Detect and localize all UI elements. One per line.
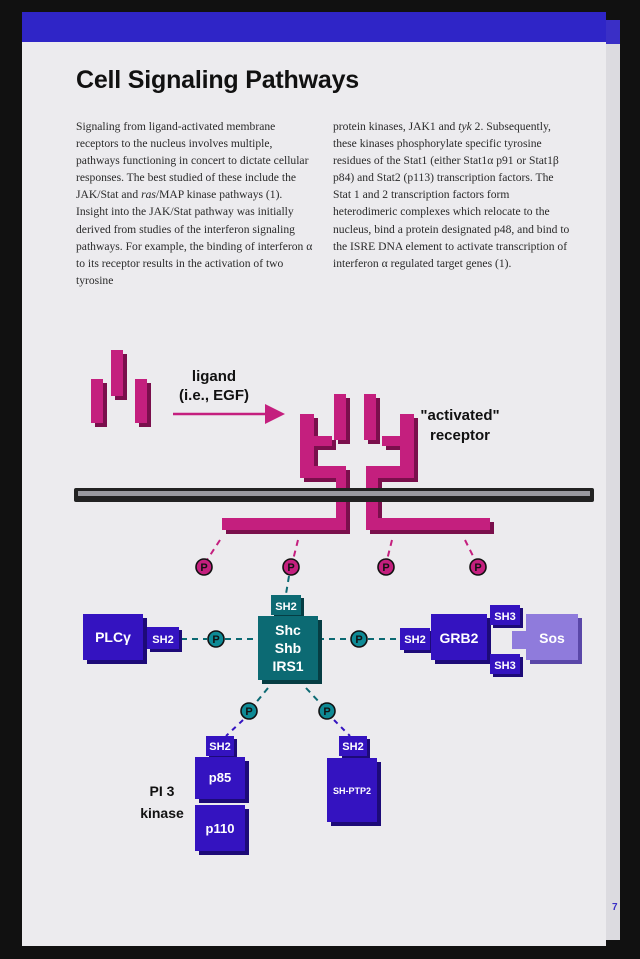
svg-text:P: P xyxy=(323,706,330,718)
page-number: 7 xyxy=(612,902,618,913)
bound-ligand xyxy=(334,394,380,444)
phospho-icon: P xyxy=(195,558,213,576)
page-edge xyxy=(606,20,620,940)
receptor-connectors xyxy=(206,539,476,561)
cell-membrane xyxy=(74,488,594,502)
phospho-icon: P xyxy=(282,558,300,576)
receptor-left xyxy=(222,414,350,534)
sh3-domain-label: SH3 xyxy=(494,660,515,672)
sos-protein: Sos xyxy=(512,614,582,664)
adapter-connectors xyxy=(181,575,396,706)
sh3-domain-label: SH3 xyxy=(494,611,515,623)
phospho-icon: P xyxy=(377,558,395,576)
p85-label: p85 xyxy=(209,770,231,785)
sh2-domain-label: SH2 xyxy=(209,741,230,753)
page-edge-band xyxy=(606,20,620,44)
plc-gamma-protein: PLCγ SH2 xyxy=(83,614,182,664)
phospho-icon: P xyxy=(350,630,368,648)
phospho-sites-adapter: P P P P xyxy=(207,630,368,720)
sh2-domain-label: SH2 xyxy=(404,634,425,646)
pi3-kinase-sub-label: kinase xyxy=(140,805,184,821)
grb2-protein: SH2 GRB2 SH3 SH3 xyxy=(400,605,523,677)
grb2-label: GRB2 xyxy=(440,630,479,646)
pi3-kinase-protein: SH2 p85 p110 xyxy=(195,736,249,855)
sh2-domain-label: SH2 xyxy=(152,634,173,646)
p110-label: p110 xyxy=(206,821,235,836)
plc-gamma-label: PLCγ xyxy=(95,629,131,645)
sh-ptp2-protein: SH2 SH-PTP2 xyxy=(327,736,381,826)
svg-text:P: P xyxy=(382,562,389,574)
shc-label: Shc xyxy=(275,622,301,638)
svg-text:P: P xyxy=(474,562,481,574)
header-band xyxy=(22,12,606,42)
pi3-kinase-label: PI 3 xyxy=(150,783,175,799)
sh2-domain-label: SH2 xyxy=(342,741,363,753)
svg-text:P: P xyxy=(200,562,207,574)
phospho-sites-receptor: P P P P xyxy=(195,558,487,576)
sh2-domain-label: SH2 xyxy=(275,601,296,613)
svg-text:P: P xyxy=(287,562,294,574)
svg-text:P: P xyxy=(212,634,219,646)
body-column-right: protein kinases, JAK1 and tyk 2. Subsequ… xyxy=(333,120,570,270)
phospho-icon: P xyxy=(469,558,487,576)
irs1-label: IRS1 xyxy=(272,658,303,674)
page-title: Cell Signaling Pathways xyxy=(76,66,359,94)
shb-label: Shb xyxy=(275,640,301,656)
pi3-connectors xyxy=(225,719,351,737)
ligand-molecules xyxy=(91,350,151,427)
sos-label: Sos xyxy=(539,630,565,646)
receptor-label: "activated" xyxy=(420,407,499,424)
phospho-icon: P xyxy=(318,702,336,720)
ligand-label: ligand xyxy=(192,368,236,385)
receptor-right xyxy=(366,414,494,534)
shc-shb-irs1-protein: SH2 Shc Shb IRS1 xyxy=(258,595,322,684)
phospho-icon: P xyxy=(240,702,258,720)
sh-ptp2-label: SH-PTP2 xyxy=(333,786,371,796)
receptor-sub-label: receptor xyxy=(430,427,490,444)
svg-text:P: P xyxy=(355,634,362,646)
ligand-example-label: (i.e., EGF) xyxy=(179,387,249,404)
phospho-icon: P xyxy=(207,630,225,648)
svg-text:P: P xyxy=(245,706,252,718)
body-column-left: Signaling from ligand-activated membrane… xyxy=(76,120,313,287)
